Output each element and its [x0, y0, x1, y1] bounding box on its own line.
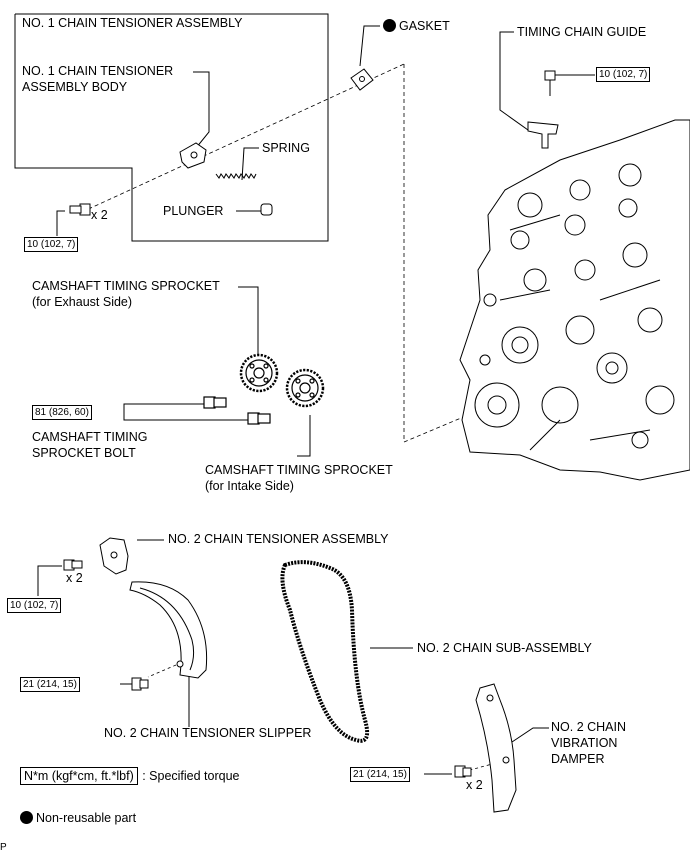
torque-legend-text: : Specified torque	[142, 769, 240, 783]
quantity-label: x 2	[66, 571, 83, 585]
quantity-label: x 2	[91, 208, 108, 222]
slipper-part	[129, 581, 208, 679]
damper-label-1: NO. 2 CHAIN	[551, 720, 627, 734]
tensioner-body-label-2: ASSEMBLY BODY	[22, 80, 128, 94]
tensioner2-label: NO. 2 CHAIN TENSIONER ASSEMBLY	[168, 532, 389, 546]
non-reusable-legend: Non-reusable part	[20, 811, 136, 826]
spring-label: SPRING	[262, 141, 310, 155]
sprocket-bolt-part	[203, 396, 227, 409]
gasket-label: GASKET	[383, 19, 450, 34]
engine-block	[459, 119, 690, 481]
plunger-label: PLUNGER	[163, 204, 224, 218]
tensioner2-bolt-part	[63, 559, 83, 571]
tensioner-assembly-label: NO. 1 CHAIN TENSIONER ASSEMBLY	[22, 16, 243, 30]
cam-intake-label-1: CAMSHAFT TIMING SPROCKET	[205, 463, 393, 477]
tensioner2-torque: 10 (102, 7)	[7, 598, 62, 613]
chain-sub-assembly-label: NO. 2 CHAIN SUB-ASSEMBLY	[417, 641, 592, 655]
damper-torque: 21 (214, 15)	[350, 767, 410, 782]
cam-exhaust-label-2: (for Exhaust Side)	[32, 295, 133, 309]
chain-guide-torque: 10 (102, 7)	[596, 67, 651, 82]
sprocket-bolt-label-2: SPROCKET BOLT	[32, 446, 136, 460]
non-reusable-icon	[20, 811, 33, 824]
tensioner-assembly-outline	[14, 13, 329, 242]
corner-mark: P	[0, 842, 7, 853]
damper-label-2: VIBRATION	[551, 736, 618, 750]
chain-guide-part	[527, 121, 559, 149]
chain-part	[280, 560, 370, 743]
sprocket-bolt-part	[247, 412, 271, 425]
non-reusable-icon	[383, 19, 396, 32]
slipper-label: NO. 2 CHAIN TENSIONER SLIPPER	[104, 726, 312, 740]
torque-legend: N*m (kgf*cm, ft.*lbf) : Specified torque	[20, 767, 240, 785]
cam-exhaust-label-1: CAMSHAFT TIMING SPROCKET	[32, 279, 220, 293]
alignment-line	[81, 63, 405, 213]
chain-guide-bolt-part	[544, 70, 556, 96]
damper-part	[475, 683, 517, 813]
spring-part	[215, 173, 257, 179]
sprocket-bolt-label-1: CAMSHAFT TIMING	[32, 430, 148, 444]
damper-bolt-part	[454, 765, 472, 778]
plunger-part	[260, 203, 273, 216]
tensioner-body-label-1: NO. 1 CHAIN TENSIONER	[22, 64, 174, 78]
slipper-bolt-part	[131, 677, 149, 691]
torque-legend-units: N*m (kgf*cm, ft.*lbf)	[20, 767, 138, 785]
exhaust-sprocket-part	[239, 353, 279, 393]
quantity-label: x 2	[466, 778, 483, 792]
cam-intake-label-2: (for Intake Side)	[205, 479, 294, 493]
timing-chain-guide-label: TIMING CHAIN GUIDE	[517, 25, 647, 39]
tensioner-torque: 10 (102, 7)	[24, 237, 79, 252]
damper-label-3: DAMPER	[551, 752, 605, 766]
sprocket-bolt-torque: 81 (826, 60)	[32, 405, 92, 420]
tensioner-bolt-part	[69, 203, 91, 216]
slipper-torque: 21 (214, 15)	[20, 677, 80, 692]
intake-sprocket-part	[285, 368, 325, 408]
